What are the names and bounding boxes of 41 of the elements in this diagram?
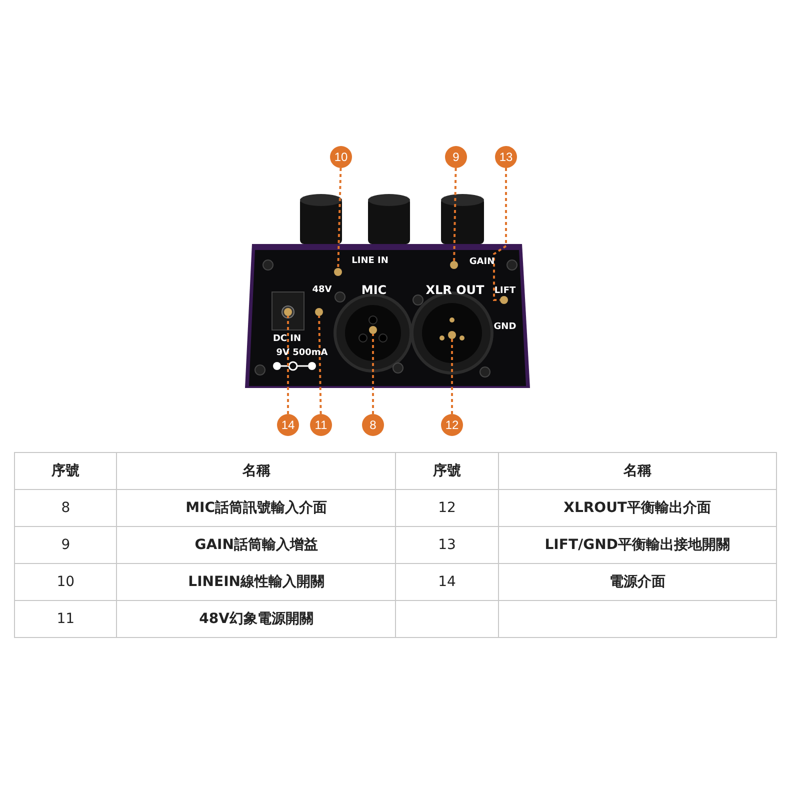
- table-cell: 48V幻象電源開關: [116, 600, 396, 638]
- device-label: LIFT: [494, 286, 516, 296]
- header-cell: 序號: [14, 452, 117, 490]
- table-cell: 電源介面: [498, 564, 776, 600]
- callout-number: 12: [441, 414, 463, 436]
- callout-number: 14: [277, 414, 299, 436]
- leader-line: [337, 168, 342, 268]
- table-cell: 9: [14, 526, 117, 564]
- table-cell: LINEIN線性輸入開關: [116, 564, 396, 600]
- table-cell: 10: [14, 564, 117, 600]
- leader-line: [287, 316, 289, 414]
- device-label: XLR OUT: [426, 283, 484, 297]
- callout-number: 9: [445, 146, 467, 168]
- device-label: 48V: [312, 285, 332, 295]
- table-cell: 14: [396, 564, 498, 600]
- device-label: GND: [494, 322, 516, 332]
- callout-number: 8: [362, 414, 384, 436]
- table-cell: MIC話筒訊號輸入介面: [116, 490, 396, 526]
- callout-number: 11: [310, 414, 332, 436]
- table-cell: 13: [396, 526, 498, 564]
- table-cell: XLROUT平衡輸出介面: [498, 490, 776, 526]
- device-label: LINE IN: [352, 256, 388, 266]
- device-label: 9V 500mA: [276, 348, 328, 358]
- table-cell: 12: [396, 490, 498, 526]
- leader-line: [453, 168, 457, 262]
- header-cell: 名稱: [116, 452, 396, 490]
- table-cell: LIFT/GND平衡輸出接地開關: [498, 526, 776, 564]
- leader-line: [451, 339, 453, 414]
- leader-line: [318, 316, 322, 414]
- device-label: DC IN: [272, 334, 302, 344]
- header-cell: 名稱: [498, 452, 776, 490]
- table-cell: GAIN話筒輸入增益: [116, 526, 396, 564]
- callout-number: 10: [330, 146, 352, 168]
- device-label: GAIN: [469, 257, 495, 267]
- leader-line: [493, 168, 507, 301]
- header-cell: 序號: [396, 452, 498, 490]
- device-label: MIC: [361, 283, 387, 297]
- leader-line: [372, 334, 374, 414]
- table-cell: 8: [14, 490, 117, 526]
- table-cell: 11: [14, 600, 117, 638]
- callout-number: 13: [495, 146, 517, 168]
